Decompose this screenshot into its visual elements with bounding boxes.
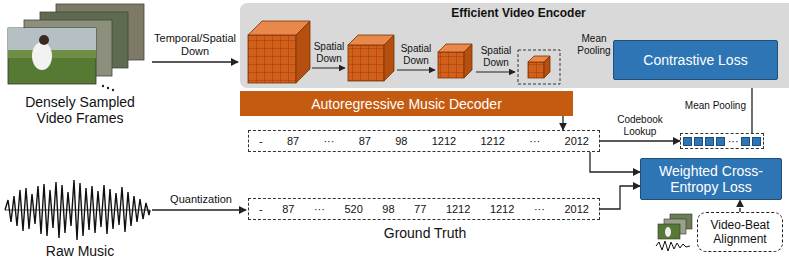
node-text: 87 xyxy=(282,203,294,216)
codebook-embeddings: ··· xyxy=(680,133,764,149)
alignment-box: Video-Beat Alignment xyxy=(697,212,783,252)
connector xyxy=(739,200,740,212)
token-row: - 87 ··· 87 98 1212 1212 ··· 2012 xyxy=(248,130,600,152)
node-text: 1212 xyxy=(490,203,514,216)
node-text: 98 xyxy=(395,135,407,148)
connector xyxy=(600,140,680,141)
node-text: ··· xyxy=(314,203,325,216)
more-dot xyxy=(102,85,104,87)
node-text: 87 xyxy=(359,135,371,148)
thumbnail-figure xyxy=(665,227,671,237)
node-text: ··· xyxy=(728,135,739,147)
loss-box: Weighted Cross-Entropy Loss xyxy=(640,158,782,200)
downsample-arrow xyxy=(397,69,435,70)
token-row: - 87 ··· 520 98 77 1212 1212 ··· 2012 xyxy=(248,198,600,220)
video-frames xyxy=(8,4,144,91)
feature-cube xyxy=(528,56,550,78)
node-text: Contrastive Loss xyxy=(643,52,747,68)
embedding-square xyxy=(752,137,761,146)
edge-label: Codebook Lookup xyxy=(610,114,670,138)
arrow-label: Quantization xyxy=(158,193,244,206)
node-text: 1212 xyxy=(446,203,470,216)
waveform-axis xyxy=(5,210,150,211)
more-dot xyxy=(107,87,109,89)
node-text: Video-Beat Alignment xyxy=(703,218,777,246)
feature-cube xyxy=(348,35,394,81)
frame-figure xyxy=(39,35,49,45)
decoder-bar: Autoregressive Music Decoder xyxy=(240,91,573,116)
node-text: 2012 xyxy=(564,203,588,216)
frame-sky xyxy=(8,28,96,50)
node-text: 87 xyxy=(287,135,299,148)
frame xyxy=(8,28,96,84)
row-caption: Ground Truth xyxy=(340,225,510,241)
node-text: 1212 xyxy=(481,135,505,148)
more-dot xyxy=(112,89,114,91)
figure-caption: Raw Music xyxy=(15,243,145,259)
node-text: 98 xyxy=(382,203,394,216)
connector xyxy=(600,186,640,209)
embedding-square xyxy=(683,137,692,146)
embedding-square xyxy=(705,137,714,146)
node-text: 77 xyxy=(414,203,426,216)
feature-cube xyxy=(438,44,472,78)
edge-label: Mean Pooling xyxy=(668,100,746,112)
node-text: Weighted Cross-Entropy Loss xyxy=(647,163,775,195)
node-text: ··· xyxy=(323,135,334,148)
embedding-square xyxy=(694,137,703,146)
embedding-square xyxy=(716,137,725,146)
pooled-feature-frame xyxy=(518,50,560,84)
frame-field xyxy=(8,50,96,58)
downsample-arrow xyxy=(152,61,238,62)
thumbnail xyxy=(658,224,680,239)
node-text: ··· xyxy=(534,203,545,216)
video-beat-thumbnails xyxy=(656,214,692,251)
waveform xyxy=(5,180,150,240)
node-text: - xyxy=(259,203,263,216)
downsample-arrow xyxy=(312,67,345,68)
downsample-arrow xyxy=(476,71,515,72)
node-text: 2012 xyxy=(565,135,589,148)
node-text: ··· xyxy=(529,135,540,148)
figure-caption: Densely Sampled Video Frames xyxy=(15,94,145,126)
feature-cube xyxy=(248,21,310,83)
node-text: 520 xyxy=(344,203,362,216)
node-text: - xyxy=(259,135,263,148)
node-text: 1212 xyxy=(432,135,456,148)
arrow-label: Temporal/Spatial Down xyxy=(150,32,240,58)
quantization-arrow xyxy=(152,209,246,210)
embedding-square xyxy=(741,137,750,146)
connector xyxy=(590,152,640,172)
node-text: Autoregressive Music Decoder xyxy=(311,96,502,112)
thumbnail-waveform xyxy=(656,241,690,251)
connector xyxy=(562,116,563,130)
node-text: Efficient Video Encoder xyxy=(451,6,585,20)
loss-box: Contrastive Loss xyxy=(613,40,778,80)
frame-figure xyxy=(32,42,52,70)
